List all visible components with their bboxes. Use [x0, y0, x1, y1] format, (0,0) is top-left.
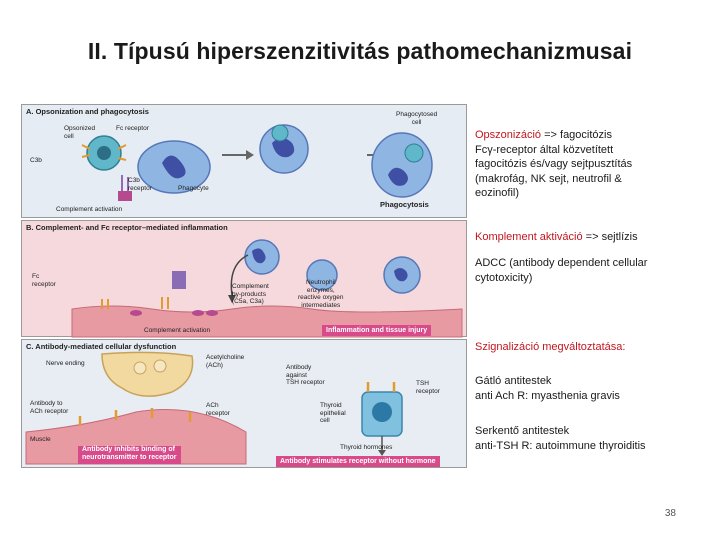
text-line: anti-TSH R: autoimmune thyroiditis: [475, 439, 646, 454]
antibody-to-ach-label: Antibody to ACh receptor: [30, 400, 68, 415]
signaling-heading: Szignalizáció megváltoztatása:: [475, 340, 625, 355]
fc-receptor-label-b: Fc receptor: [32, 273, 56, 288]
pathomechanism-figure: A. Opsonization and phagocytosis Opsoniz…: [21, 104, 467, 468]
page-number: 38: [665, 508, 676, 519]
phagocyte-label: Phagocyte: [178, 185, 209, 193]
text-block-stimulatory: Serkentő antitestek anti-TSH R: autoimmu…: [475, 424, 646, 453]
complement-activation-label-b: Complement activation: [140, 325, 214, 336]
panel-cellular-dysfunction: C. Antibody-mediated cellular dysfunctio…: [21, 339, 467, 468]
panel-b-title: B. Complement- and Fc receptor–mediated …: [26, 223, 228, 232]
text-block-opsonization: Opszonizáció => fagocitózis Fcγ-receptor…: [475, 128, 632, 201]
text-line: ADCC (antibody dependent cellular: [475, 256, 647, 271]
text-line: anti Ach R: myasthenia gravis: [475, 389, 620, 404]
c3b-receptor-label: C3b receptor: [128, 177, 152, 192]
text-line: eozinofil): [475, 186, 632, 201]
slide-title: II. Típusú hiperszenzitivitás pathomecha…: [0, 38, 720, 65]
text-line: Gátló antitestek: [475, 374, 620, 389]
text-line: cytotoxicity): [475, 271, 647, 286]
text-block-adcc: ADCC (antibody dependent cellular cytoto…: [475, 256, 647, 285]
phagocytosed-cell-label: Phagocytosed cell: [396, 111, 437, 126]
panel-inflammation: B. Complement- and Fc receptor–mediated …: [21, 220, 467, 337]
c3b-label: C3b: [30, 157, 42, 165]
ach-receptor-label: ACh receptor: [206, 402, 230, 417]
inflammation-strip: Inflammation and tissue injury: [322, 325, 431, 336]
muscle-label: Muscle: [30, 436, 51, 444]
acetylcholine-label: Acetylcholine (ACh): [206, 354, 244, 369]
opsonization-term: Opszonizáció: [475, 129, 541, 141]
thyroid-cell-label: Thyroid epithelial cell: [320, 402, 346, 425]
complement-term: Komplement aktiváció: [475, 231, 583, 243]
panel-a-title: A. Opsonization and phagocytosis: [26, 107, 149, 116]
panel-opsonization: A. Opsonization and phagocytosis Opsoniz…: [21, 104, 467, 218]
phagocytosis-label: Phagocytosis: [380, 201, 429, 209]
text-block-inhibitory: Gátló antitestek anti Ach R: myasthenia …: [475, 374, 620, 403]
opsonization-result: => fagocitózis: [541, 129, 612, 141]
stimulates-strip: Antibody stimulates receptor without hor…: [276, 456, 440, 467]
tsh-receptor-label: TSH receptor: [416, 380, 440, 395]
panel-c-title: C. Antibody-mediated cellular dysfunctio…: [26, 342, 176, 351]
fc-receptor-label: Fc receptor: [116, 125, 149, 133]
complement-result: => sejtlízis: [583, 231, 638, 243]
text-line: Serkentő antitestek: [475, 424, 646, 439]
text-line: (makrofág, NK sejt, neutrofil &: [475, 172, 632, 187]
thyroid-hormones-label: Thyroid hormones: [340, 444, 392, 452]
text-line: Fcγ-receptor által közvetített: [475, 143, 632, 158]
neutrophil-enzymes-label: Neutrophil enzymes, reactive oxygen inte…: [298, 279, 344, 309]
byproducts-label: Complement by-products (C5a, C3a): [232, 283, 269, 306]
opsonized-cell-label: Opsonized cell: [64, 125, 95, 140]
inhibits-strip: Antibody inhibits binding of neurotransm…: [78, 446, 181, 464]
nerve-ending-label: Nerve ending: [46, 360, 85, 368]
antibody-against-tsh-label: Antibody against TSH receptor: [286, 364, 325, 387]
text-line: fagocitózis és/vagy sejtpusztítás: [475, 157, 632, 172]
panel-b-illustration: [22, 221, 468, 338]
complement-activation-label-a: Complement activation: [56, 206, 122, 214]
text-block-complement: Komplement aktiváció => sejtlízis: [475, 230, 638, 245]
